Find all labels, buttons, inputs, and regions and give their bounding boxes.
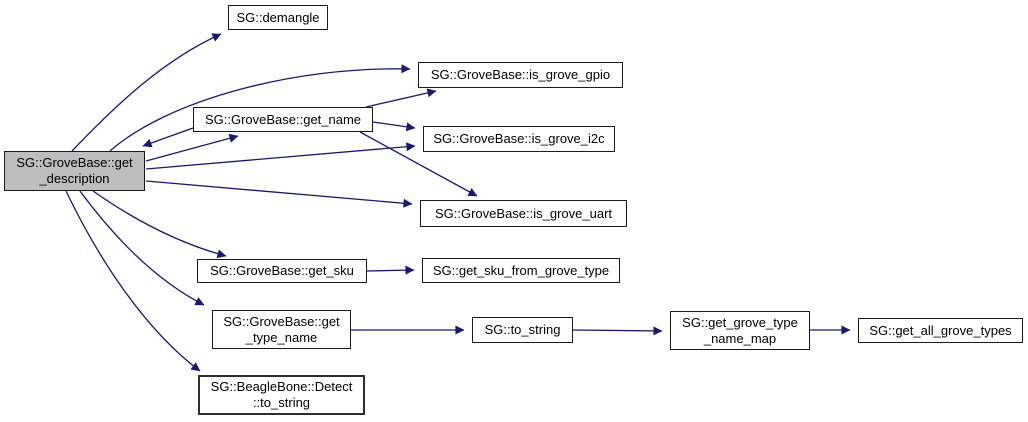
node-is-grove-i2c[interactable]: SG::GroveBase::is_grove_i2c (423, 126, 615, 152)
node-beaglebone-detect-to-string-label: SG::BeagleBone::Detect ::to_string (210, 379, 353, 410)
node-beaglebone-detect-to-string[interactable]: SG::BeagleBone::Detect ::to_string (198, 375, 365, 415)
node-is-grove-uart-label: SG::GroveBase::is_grove_uart (434, 205, 613, 221)
node-get-grove-type-name-map-label: SG::get_grove_type _name_map (682, 314, 798, 346)
node-get-description-label: SG::GroveBase::get _description (16, 155, 133, 186)
node-get-name[interactable]: SG::GroveBase::get_name (193, 107, 373, 132)
node-demangle[interactable]: SG::demangle (228, 5, 328, 30)
node-get-type-name[interactable]: SG::GroveBase::get _type_name (212, 310, 351, 349)
node-get-description[interactable]: SG::GroveBase::get _description (4, 151, 145, 191)
node-get-all-grove-types-label: SG::get_all_grove_types (869, 322, 1012, 338)
node-get-grove-type-name-map[interactable]: SG::get_grove_type _name_map (670, 311, 810, 350)
node-is-grove-i2c-label: SG::GroveBase::is_grove_i2c (433, 131, 605, 147)
node-is-grove-uart[interactable]: SG::GroveBase::is_grove_uart (420, 200, 627, 227)
node-to-string[interactable]: SG::to_string (472, 317, 573, 343)
node-demangle-label: SG::demangle (236, 9, 320, 25)
node-get-sku[interactable]: SG::GroveBase::get_sku (197, 259, 367, 283)
node-get-sku-from-grove-type[interactable]: SG::get_sku_from_grove_type (422, 258, 620, 283)
node-is-grove-gpio[interactable]: SG::GroveBase::is_grove_gpio (418, 62, 623, 88)
node-to-string-label: SG::to_string (484, 322, 561, 338)
node-get-sku-from-grove-type-label: SG::get_sku_from_grove_type (432, 262, 610, 278)
node-get-name-label: SG::GroveBase::get_name (204, 111, 362, 127)
node-get-type-name-label: SG::GroveBase::get _type_name (223, 313, 340, 345)
node-get-sku-label: SG::GroveBase::get_sku (210, 263, 354, 279)
node-get-all-grove-types[interactable]: SG::get_all_grove_types (858, 318, 1023, 343)
node-is-grove-gpio-label: SG::GroveBase::is_grove_gpio (430, 67, 611, 83)
